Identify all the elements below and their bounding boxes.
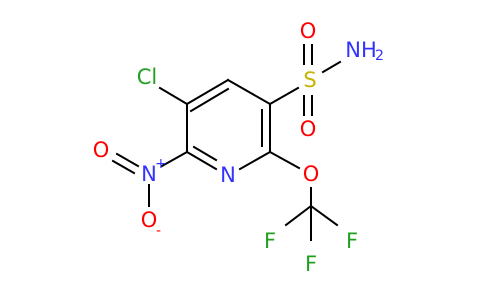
chlorine-atom: Cl	[137, 65, 158, 89]
sulfonyl-oxygen-top-atom: O	[300, 19, 317, 43]
fluorine-bottom-atom: F	[305, 252, 317, 276]
bond-c6-n1	[238, 150, 272, 171]
bond-c5-s	[268, 86, 300, 106]
bond-c3-c4	[185, 78, 230, 106]
fluorine-right-atom: F	[346, 229, 358, 253]
bond-nnitro-o-top-2	[111, 159, 136, 175]
bond-n1-c2-inner	[192, 145, 218, 162]
nitro-oxygen-left-atom: O	[93, 138, 110, 162]
bond-c4-c5	[226, 78, 272, 106]
pyridine-ring	[185, 78, 272, 171]
sulfonyl-oxygen-bottom-atom: O	[300, 117, 317, 141]
ether-oxygen-atom: O	[303, 162, 320, 186]
bond-c3-c4-inner	[189, 87, 230, 113]
bond-c6-o	[268, 150, 301, 170]
bond-cf3-f-right	[309, 204, 339, 227]
sulfur-atom: S	[303, 68, 316, 92]
nitro-nitrogen-atom: N	[141, 162, 157, 186]
bond-c2-nnitro	[160, 150, 189, 168]
bond-c3-cl	[158, 86, 189, 106]
bond-cf3-f-left	[284, 204, 313, 227]
fluorine-left-atom: F	[264, 229, 276, 253]
amine-nh-atom: NH	[345, 38, 377, 62]
bond-n1-c2	[185, 150, 218, 171]
nitro-plus-charge: +	[155, 156, 167, 172]
amine-subscript-2: 2	[375, 48, 384, 64]
bond-s-n	[321, 60, 342, 74]
ring-nitrogen-atom: N	[220, 163, 236, 187]
bond-nnitro-o-top	[115, 152, 140, 168]
nitro-oxygen-bottom-atom: O	[141, 208, 158, 232]
nitro-minus-charge: -	[156, 223, 161, 239]
